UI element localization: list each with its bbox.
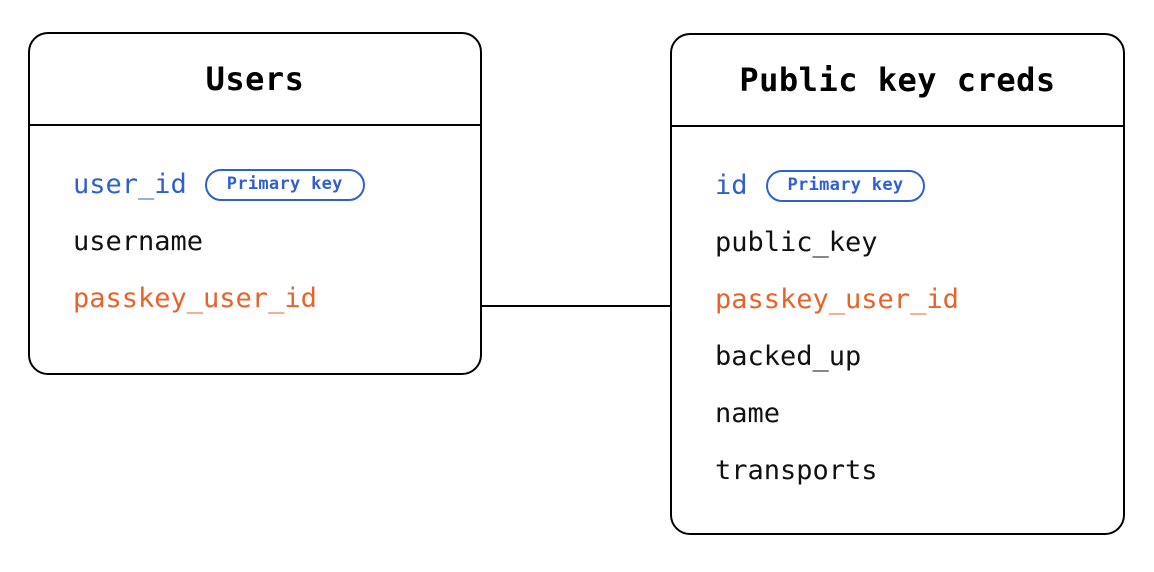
- field-row[interactable]: user_id Primary key: [30, 156, 480, 213]
- entity-header-public-key-creds: Public key creds: [672, 35, 1123, 127]
- field-name: id: [715, 170, 748, 201]
- entity-header-users: Users: [30, 34, 480, 126]
- primary-key-badge-label: Primary key: [226, 174, 343, 194]
- field-name: user_id: [73, 169, 187, 200]
- field-row[interactable]: id Primary key: [672, 157, 1123, 214]
- primary-key-badge: Primary key: [204, 168, 365, 201]
- field-name: passkey_user_id: [715, 284, 959, 315]
- field-row[interactable]: public_key: [672, 214, 1123, 271]
- field-row[interactable]: name: [672, 385, 1123, 442]
- field-row[interactable]: backed_up: [672, 328, 1123, 385]
- field-name: public_key: [715, 227, 878, 258]
- entity-field-list: user_id Primary key username passkey_user_i…: [30, 126, 480, 327]
- field-name: transports: [715, 455, 878, 486]
- field-row[interactable]: passkey_user_id: [672, 271, 1123, 328]
- field-name: passkey_user_id: [73, 283, 317, 314]
- field-row[interactable]: passkey_user_id: [30, 270, 480, 327]
- entity-title: Public key creds: [739, 61, 1056, 99]
- field-name: backed_up: [715, 341, 862, 372]
- field-name: name: [715, 398, 781, 429]
- relationship-line: [482, 304, 670, 308]
- primary-key-badge: Primary key: [765, 169, 926, 202]
- primary-key-badge-label: Primary key: [787, 175, 904, 195]
- field-row[interactable]: transports: [672, 442, 1123, 499]
- field-row[interactable]: username: [30, 213, 480, 270]
- field-name: username: [73, 226, 204, 257]
- entity-title: Users: [205, 60, 305, 98]
- entity-table-users[interactable]: Users user_id Primary key username passkey_u…: [28, 32, 482, 375]
